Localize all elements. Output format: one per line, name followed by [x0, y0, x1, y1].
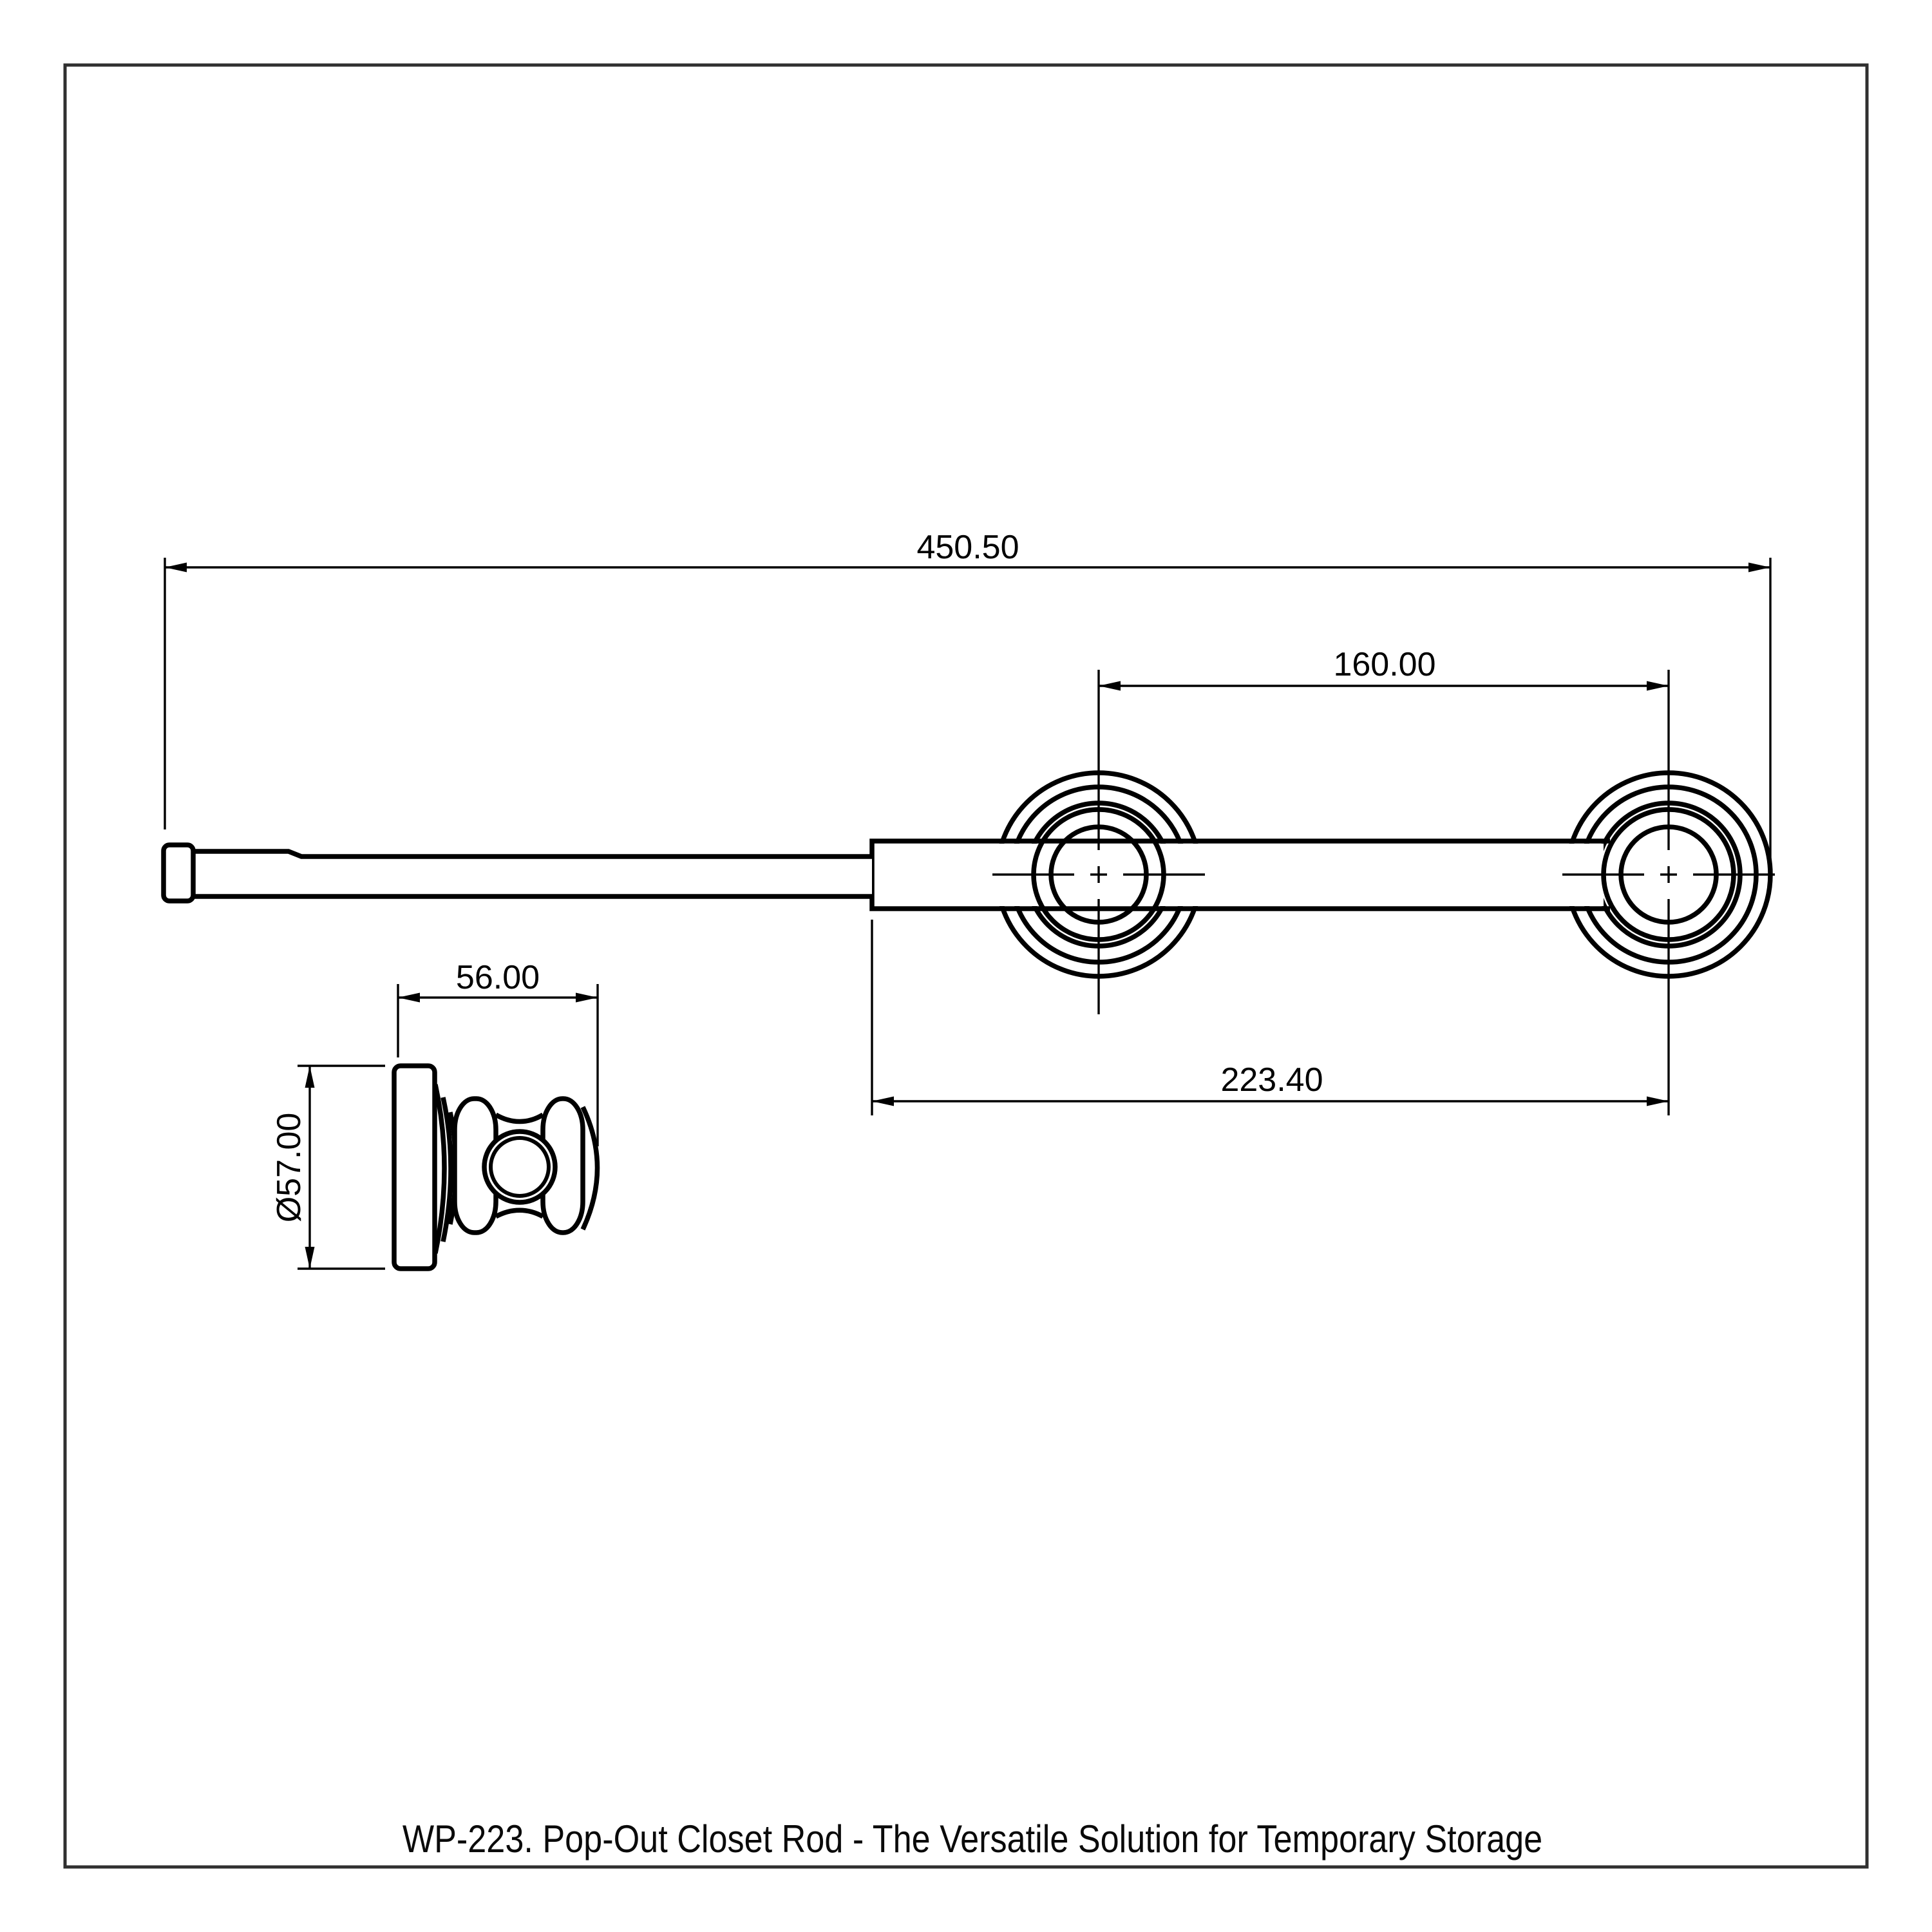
bracket-diameter-value: Ø57.00 [270, 1113, 308, 1223]
bracket-hole-outer-circle [482, 1129, 558, 1205]
bracket-tier-arc-1 [433, 1084, 447, 1254]
bracket-backplate [392, 1063, 437, 1271]
overall-length-value: 450.50 [916, 529, 1019, 566]
bracket-end-dome [580, 1106, 600, 1231]
dimension-overall-length: 450.50 [164, 529, 1772, 871]
outer-tube-arrow-left [872, 1096, 894, 1106]
rod-side-view [161, 670, 1775, 1115]
overall-length-arrow-right [1748, 562, 1770, 573]
overall-length-arrow-left [165, 562, 187, 573]
bracket-hole-inner-circle [489, 1136, 551, 1198]
dimension-outer-tube-length: 223.40 [871, 920, 1669, 1115]
bracket-depth-arrow-right [576, 992, 598, 1003]
sheet-border [63, 63, 1869, 1869]
bracket-depth-value: 56.00 [456, 959, 540, 996]
rod-end-cap [161, 842, 196, 904]
outer-tube-fill [872, 844, 1604, 906]
flange-spacing-arrow-left [1099, 681, 1121, 691]
bracket-detail-view [392, 1063, 600, 1271]
dimension-bracket-diameter: Ø57.00 [270, 1065, 385, 1270]
bracket-waist-top [495, 1112, 544, 1124]
bracket-waist-bottom [495, 1208, 544, 1219]
dimension-flange-spacing: 160.00 [1099, 646, 1669, 691]
flange-spacing-value: 160.00 [1333, 646, 1435, 683]
left-flange-centerlines [992, 670, 1205, 1014]
bracket-diameter-arrow-bottom [305, 1247, 315, 1269]
bracket-tier-arc-2 [440, 1097, 453, 1242]
bracket-diameter-arrow-top [305, 1066, 315, 1088]
dimension-bracket-depth: 56.00 [397, 959, 599, 1146]
right-flange-centerlines [1562, 670, 1775, 1115]
drawing-caption: WP-223. Pop-Out Closet Rod - The Versati… [402, 1817, 1542, 1861]
flange-spacing-arrow-right [1647, 681, 1669, 691]
inner-rod-top-edge [193, 849, 872, 859]
bracket-depth-arrow-left [398, 992, 420, 1003]
inner-rod-fill [193, 851, 872, 896]
outer-tube-arrow-right [1647, 1096, 1669, 1106]
outer-tube-length-value: 223.40 [1220, 1061, 1323, 1099]
